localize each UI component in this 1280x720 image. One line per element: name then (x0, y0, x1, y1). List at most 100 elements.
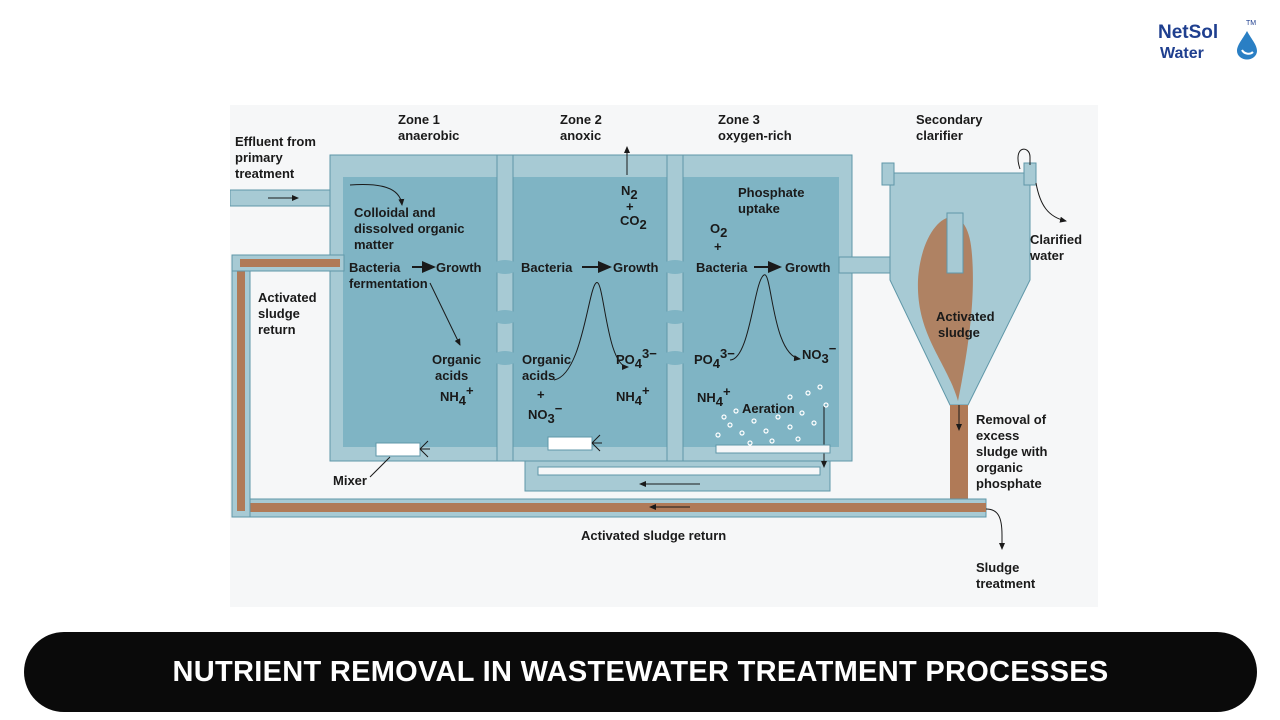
brand-name-line1: NetSol (1158, 22, 1219, 43)
clarified-water-line1: Clarified (1030, 232, 1082, 247)
divider-2-opening-bottom (662, 351, 688, 365)
brand-logo: NetSol Water TM (1158, 20, 1258, 72)
removal-line4: organic (976, 460, 1023, 475)
zone1-nh4-label: NH4+ (440, 383, 474, 408)
zone3-water (683, 177, 839, 447)
sludge-underflow-pipe (950, 405, 968, 517)
mixer-label: Mixer (333, 473, 367, 488)
removal-line1: Removal of (976, 412, 1047, 427)
return-line-sludge (240, 503, 986, 512)
activated-sludge-line1: Activated (936, 309, 995, 324)
zone2-no3-label: NO3− (528, 401, 563, 426)
n2-label: N2 (621, 183, 638, 202)
water-drop-icon (1237, 31, 1257, 60)
divider-2-opening-top (662, 260, 688, 274)
nutrient-removal-diagram: Effluent from primary treatment Zone 1 a… (230, 105, 1098, 607)
mixer-zone2 (547, 436, 593, 451)
divider-1-opening-bottom (492, 351, 518, 365)
colloidal-label-line2: dissolved organic (354, 221, 465, 236)
sludge-treatment-arrow (985, 508, 1005, 550)
zone2-plus: + (537, 387, 545, 402)
colloidal-label-line1: Colloidal and (354, 205, 436, 220)
divider-1-opening-middle (492, 310, 518, 324)
title-banner: NUTRIENT REMOVAL IN WASTEWATER TREATMENT… (24, 632, 1257, 712)
effluent-label-line1: Effluent from (235, 134, 316, 149)
divider-1-opening-top (492, 260, 518, 274)
o2-plus: + (714, 239, 722, 254)
zone3-growth-label: Growth (785, 260, 831, 275)
zone2-acids-label: acids (522, 368, 555, 383)
return-left-line1: Activated (258, 290, 317, 305)
divider-2 (666, 154, 684, 462)
mixer-leader-line (369, 456, 391, 478)
clarifier-feed-well-front (946, 212, 964, 274)
zone1-organic-label: Organic (432, 352, 481, 367)
zone2-po4-label: PO43− (616, 346, 657, 371)
clarifier-weir-right (1023, 162, 1037, 186)
internal-recycle-channel (524, 460, 831, 492)
mixer-zone1 (375, 442, 421, 457)
removal-line5: phosphate (976, 476, 1042, 491)
zone2-title: Zone 2 (560, 112, 602, 127)
banner-title: NUTRIENT REMOVAL IN WASTEWATER TREATMENT… (172, 655, 1109, 688)
colloidal-label-line3: matter (354, 237, 394, 252)
n2-plus: + (626, 199, 634, 214)
zone1-water (343, 177, 497, 447)
zone1-acids-label: acids (435, 368, 468, 383)
process-schematic: Effluent from primary treatment Zone 1 a… (230, 112, 1082, 591)
brand-name-line2: Water (1160, 45, 1204, 62)
sludge-treatment-line1: Sludge (976, 560, 1019, 575)
zone3-no3-label: NO3− (802, 341, 837, 366)
removal-line3: sludge with (976, 444, 1048, 459)
effluent-label-line3: treatment (235, 166, 295, 181)
return-bottom-label: Activated sludge return (581, 528, 726, 543)
zone1-title: Zone 1 (398, 112, 440, 127)
zone2-growth-label: Growth (613, 260, 659, 275)
clarified-water-arrow (1035, 182, 1067, 223)
zone2-water (513, 177, 667, 447)
zone3-nh4-label: NH4+ (697, 384, 731, 409)
mixer-zone1-propeller-icon (419, 440, 430, 458)
zone3-po4-label: PO43− (694, 346, 735, 371)
o2-label: O2 (710, 221, 727, 240)
phosphate-uptake-line1: Phosphate (738, 185, 804, 200)
internal-recycle-inner (537, 466, 821, 476)
zone2-organic-label: Organic (522, 352, 571, 367)
clarified-outlet-pipe (1017, 148, 1031, 170)
clarified-water-line2: water (1029, 248, 1064, 263)
zone2-subtitle: anoxic (560, 128, 601, 143)
phosphate-uptake-line2: uptake (738, 201, 780, 216)
fermentation-label: fermentation (349, 276, 428, 291)
activated-sludge-line2: sludge (938, 325, 980, 340)
zone3-title: Zone 3 (718, 112, 760, 127)
sludge-treatment-line2: treatment (976, 576, 1036, 591)
clarifier-weir-left (881, 162, 895, 186)
zone2-phosphate-release-curve (553, 282, 629, 381)
divider-2-opening-middle (662, 310, 688, 324)
return-riser-sludge (237, 263, 245, 511)
effluent-label-line2: primary (235, 150, 283, 165)
aeration-header (715, 444, 831, 454)
zone1-subtitle: anaerobic (398, 128, 459, 143)
fermentation-arrow (429, 282, 461, 346)
zone1-growth-label: Growth (436, 260, 482, 275)
removal-line2: excess (976, 428, 1019, 443)
return-inlet-sludge (240, 259, 340, 267)
clarifier-title: Secondary (916, 112, 983, 127)
return-left-line2: sludge (258, 306, 300, 321)
zone2-nh4-label: NH4+ (616, 383, 650, 408)
mixer-zone2-propeller-icon (591, 434, 602, 452)
zone3-uptake-curve (729, 274, 801, 362)
influent-flow-arrow (349, 184, 405, 206)
trademark-mark: TM (1246, 20, 1257, 27)
zone1-bacteria-label: Bacteria (349, 260, 401, 275)
aeration-bubbles (715, 384, 829, 446)
zone3-subtitle: oxygen-rich (718, 128, 792, 143)
zone3-bacteria-label: Bacteria (696, 260, 748, 275)
clarifier-subtitle: clarifier (916, 128, 963, 143)
zone2-bacteria-label: Bacteria (521, 260, 573, 275)
return-left-line3: return (258, 322, 296, 337)
divider-1 (496, 154, 514, 462)
aeration-label: Aeration (742, 401, 795, 416)
co2-label: CO2 (620, 213, 647, 232)
